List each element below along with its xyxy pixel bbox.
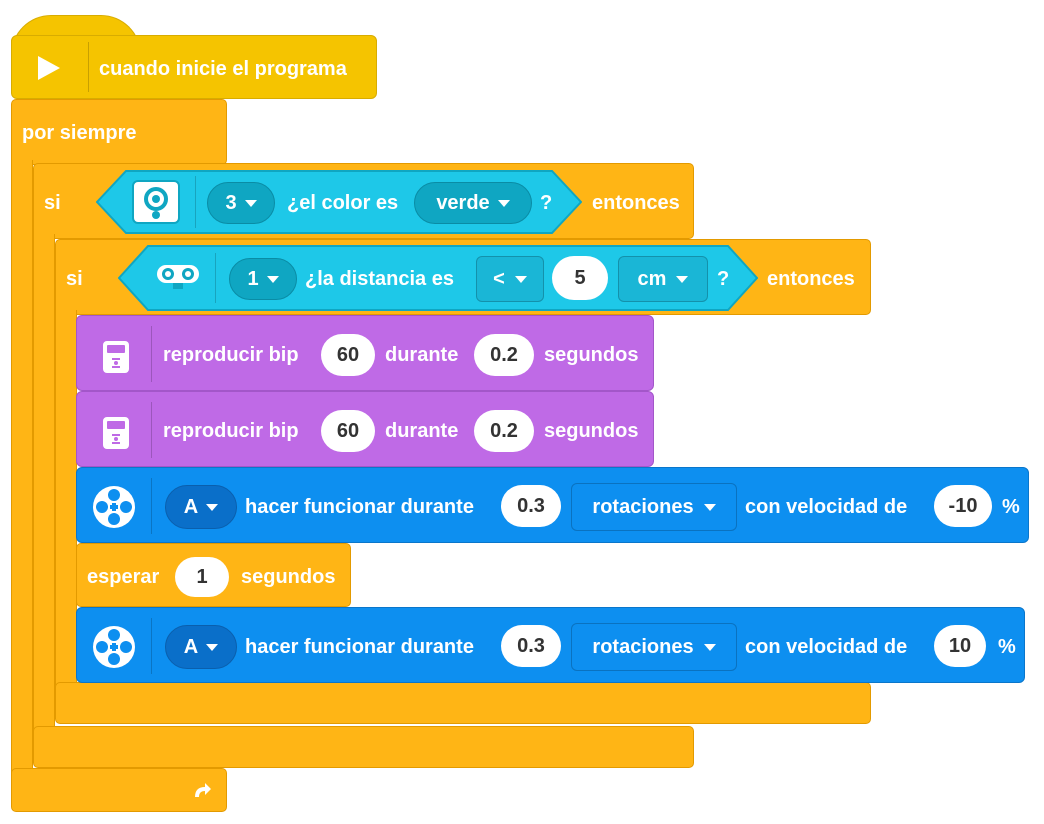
wait-unit-label: segundos <box>241 566 336 588</box>
chevron-down-icon <box>514 275 527 283</box>
color-qmark: ? <box>540 192 553 214</box>
beep-note-input[interactable]: 60 <box>321 334 375 376</box>
motor-port-dropdown[interactable]: A <box>165 485 237 529</box>
beep-label: reproducir bip <box>163 420 299 442</box>
color-port-dropdown[interactable]: 3 <box>207 182 275 224</box>
speed-label: con velocidad de <box>745 636 908 658</box>
if-distance-then-label: entonces <box>767 268 855 290</box>
motor-unit-value: rotaciones <box>592 635 694 658</box>
motor-port-value: A <box>183 635 199 658</box>
chevron-down-icon <box>703 643 716 651</box>
motor-icon <box>93 626 135 668</box>
unit-value: cm <box>637 267 667 290</box>
beep-block-1[interactable]: reproducir bip 60 durante 0.2 segundos <box>76 315 654 391</box>
chevron-down-icon <box>206 643 219 651</box>
wait-block[interactable]: esperar 1 segundos <box>76 543 351 607</box>
distance-operator-dropdown[interactable]: < <box>476 256 544 302</box>
if-distance-bottom <box>55 682 871 724</box>
distance-value-input[interactable]: 5 <box>552 256 608 300</box>
chevron-down-icon <box>676 275 689 283</box>
motor-port-dropdown[interactable]: A <box>165 625 237 669</box>
if-color-si-label: si <box>44 192 61 214</box>
color-sensor-icon <box>132 180 180 224</box>
seconds-label: segundos <box>544 344 639 366</box>
distance-unit-dropdown[interactable]: cm <box>618 256 708 302</box>
chevron-down-icon <box>266 275 279 283</box>
beep-label: reproducir bip <box>163 344 299 366</box>
run-for-label: hacer funcionar durante <box>245 636 474 658</box>
hub-speaker-icon <box>103 341 129 373</box>
motor-block-2[interactable]: A hacer funcionar durante 0.3 rotaciones… <box>76 607 1025 683</box>
color-value: verde <box>436 191 490 214</box>
during-label: durante <box>385 344 459 366</box>
color-question: ¿el color es <box>287 192 399 214</box>
color-port-value: 3 <box>225 191 237 214</box>
play-icon <box>38 56 60 80</box>
motor-unit-dropdown[interactable]: rotaciones <box>571 623 737 671</box>
forever-bottom <box>11 768 227 812</box>
hub-speaker-icon <box>103 417 129 449</box>
chevron-down-icon <box>206 503 219 511</box>
distance-sensor-icon <box>157 265 199 289</box>
distance-question: ¿la distancia es <box>305 268 454 290</box>
speed-label: con velocidad de <box>745 496 908 518</box>
chevron-down-icon <box>244 199 257 207</box>
motor-amount-input[interactable]: 0.3 <box>501 625 561 667</box>
motor-port-value: A <box>183 495 199 518</box>
if-color-then-label: entonces <box>592 192 680 214</box>
percent-label: % <box>1002 496 1020 518</box>
beep-note-input[interactable]: 60 <box>321 410 375 452</box>
beep-block-2[interactable]: reproducir bip 60 durante 0.2 segundos <box>76 391 654 467</box>
percent-label: % <box>998 636 1016 658</box>
distance-port-dropdown[interactable]: 1 <box>229 258 297 300</box>
chevron-down-icon <box>497 199 510 207</box>
wait-seconds-input[interactable]: 1 <box>175 557 229 597</box>
during-label: durante <box>385 420 459 442</box>
forever-label: por siempre <box>22 122 137 144</box>
distance-port-value: 1 <box>247 267 259 290</box>
forever-block[interactable]: por siempre <box>11 99 227 165</box>
if-distance-arm <box>55 310 77 690</box>
run-for-label: hacer funcionar durante <box>245 496 474 518</box>
seconds-label: segundos <box>544 420 639 442</box>
if-color-bottom <box>33 726 694 768</box>
forever-arm <box>11 160 33 775</box>
motor-icon <box>93 486 135 528</box>
if-color-arm <box>33 234 55 731</box>
beep-duration-input[interactable]: 0.2 <box>474 334 534 376</box>
motor-speed-input[interactable]: 10 <box>934 625 986 667</box>
motor-block-1[interactable]: A hacer funcionar durante 0.3 rotaciones… <box>76 467 1029 543</box>
color-value-dropdown[interactable]: verde <box>414 182 532 224</box>
event-label: cuando inicie el programa <box>99 58 347 80</box>
beep-duration-input[interactable]: 0.2 <box>474 410 534 452</box>
chevron-down-icon <box>703 503 716 511</box>
if-distance-si-label: si <box>66 268 83 290</box>
event-block[interactable]: cuando inicie el programa <box>11 35 377 99</box>
motor-speed-input[interactable]: -10 <box>934 485 992 527</box>
wait-label: esperar <box>87 566 160 588</box>
motor-amount-input[interactable]: 0.3 <box>501 485 561 527</box>
loop-arrow-icon <box>195 783 211 797</box>
motor-unit-value: rotaciones <box>592 495 694 518</box>
distance-qmark: ? <box>717 268 730 290</box>
operator-value: < <box>493 267 505 290</box>
motor-unit-dropdown[interactable]: rotaciones <box>571 483 737 531</box>
